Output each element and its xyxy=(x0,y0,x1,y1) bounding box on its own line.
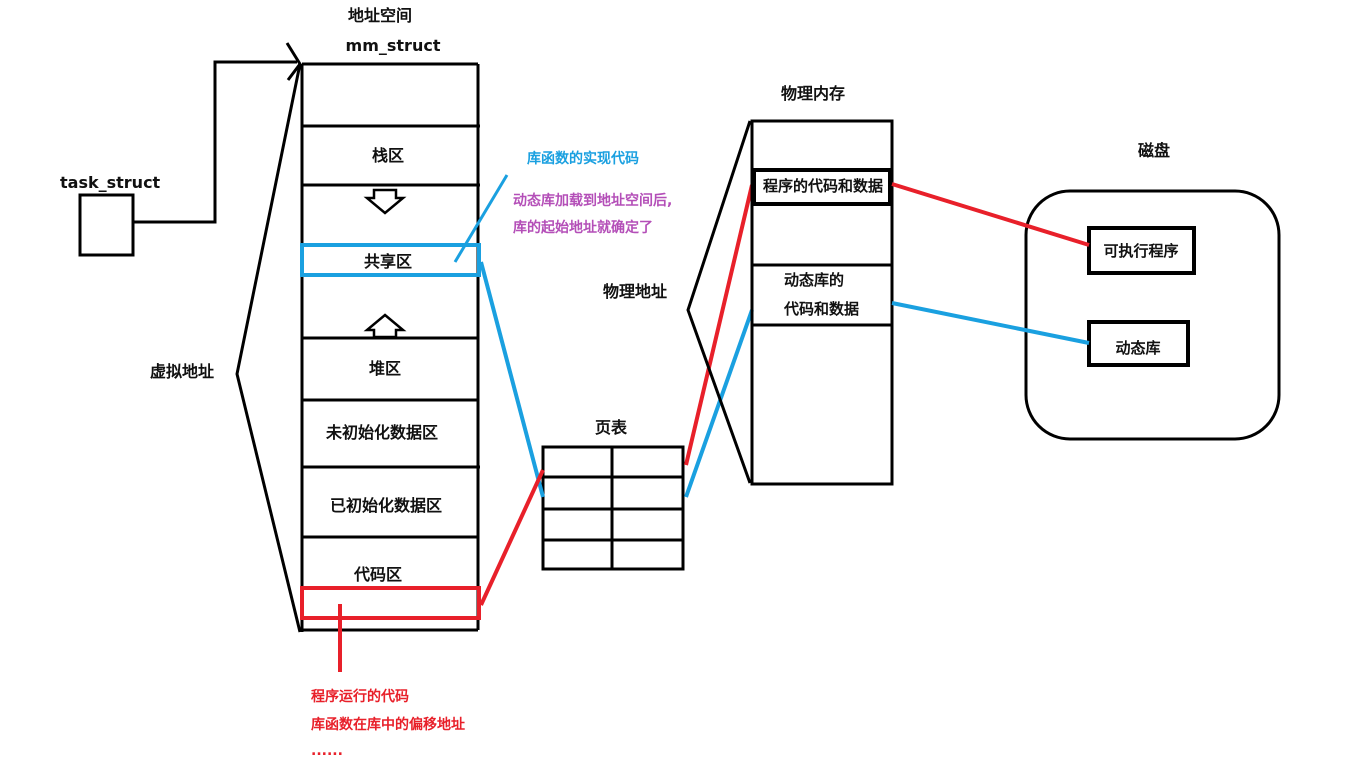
code-annotation-line1: 程序运行的代码 xyxy=(311,689,409,705)
virtual-address-label: 虚拟地址 xyxy=(150,362,215,381)
physical-address-brace xyxy=(686,120,752,484)
page-table-label: 页表 xyxy=(594,418,628,437)
code-to-pagetable-line xyxy=(479,469,545,606)
lib-impl-annotation: 库函数的实现代码 xyxy=(527,151,639,167)
dynlib-to-disk-line xyxy=(891,301,1090,345)
mm-struct-label: mm_struct xyxy=(345,36,441,55)
lib-load-annotation-line1: 动态库加载到地址空间后, xyxy=(513,193,673,209)
address-space-label: 地址空间 xyxy=(347,6,413,25)
heap-grow-up-arrow xyxy=(363,313,407,339)
page-table-grid xyxy=(541,445,685,571)
program-to-executable-line xyxy=(891,182,1090,247)
dynlib-block-label-line1: 动态库的 xyxy=(784,271,845,289)
shared-region-highlight xyxy=(300,243,481,277)
bss-region-label: 未初始化数据区 xyxy=(325,423,439,442)
task-struct-box xyxy=(78,193,135,257)
program-block xyxy=(752,168,892,206)
pagetable-to-dynlib-line xyxy=(684,309,754,498)
task-to-mm-arrow xyxy=(133,60,297,224)
virtual-address-brace xyxy=(235,63,302,633)
pagetable-to-program-line xyxy=(684,184,754,466)
dynlib-block xyxy=(750,263,894,327)
program-block-label: 程序的代码和数据 xyxy=(762,177,884,195)
physical-address-label: 物理地址 xyxy=(603,282,668,301)
dynlib-block-label-line2: 代码和数据 xyxy=(784,300,860,318)
disk-box xyxy=(1024,189,1281,441)
heap-region-label: 堆区 xyxy=(368,359,402,378)
code-region-label: 代码区 xyxy=(353,565,403,584)
shared-region-label: 共享区 xyxy=(363,252,413,271)
physical-memory-label: 物理内存 xyxy=(780,84,846,103)
executable-label: 可执行程序 xyxy=(1103,242,1179,260)
executable-box xyxy=(1087,226,1196,275)
dynlib-disk-label: 动态库 xyxy=(1115,339,1161,357)
lib-load-annotation-line2: 库的起始地址就确定了 xyxy=(513,220,653,236)
stack-region-label: 栈区 xyxy=(371,146,405,165)
disk-label: 磁盘 xyxy=(1137,141,1171,160)
lib-impl-pointer xyxy=(453,174,509,263)
data-region-label: 已初始化数据区 xyxy=(329,496,443,515)
shared-to-pagetable-line xyxy=(479,261,545,498)
code-annotation-line2: 库函数在库中的偏移地址 xyxy=(311,717,465,733)
code-region-highlight xyxy=(300,586,481,620)
address-space-column xyxy=(300,62,480,632)
stack-grow-down-arrow xyxy=(363,188,407,215)
code-annotation-line3: ...... xyxy=(311,743,343,759)
dynlib-disk-box xyxy=(1087,320,1190,367)
task-struct-label: task_struct xyxy=(60,173,161,192)
